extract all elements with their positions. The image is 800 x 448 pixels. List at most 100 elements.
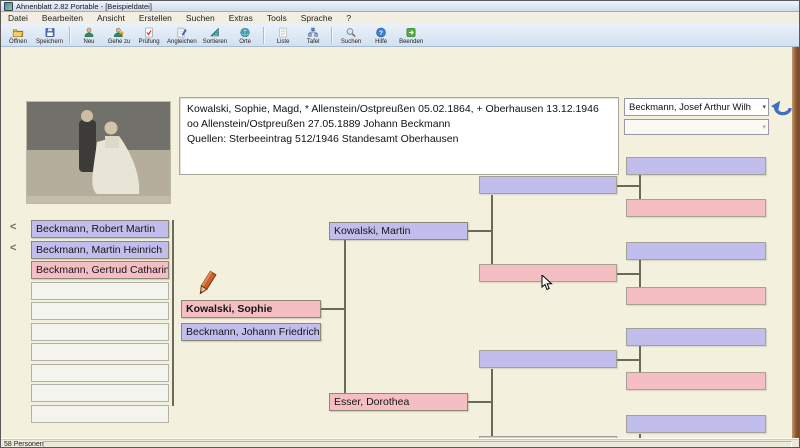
align-button[interactable]: Angleichen [164, 25, 200, 46]
open-button[interactable]: Öffnen [3, 25, 33, 46]
nav-back-chevron[interactable]: < [10, 221, 17, 233]
connector-line [491, 195, 493, 265]
svg-text:?: ? [379, 29, 383, 36]
menu-ansicht[interactable]: Ansicht [96, 13, 125, 23]
connector-line [639, 172, 641, 200]
ancestor-box-mother[interactable]: Esser, Dorothea [329, 393, 468, 411]
chart-button[interactable]: Tafel [298, 25, 328, 46]
mouse-cursor [541, 275, 553, 291]
tree-chart-icon [308, 27, 318, 37]
ancestor-box-empty[interactable] [479, 350, 617, 368]
help-button[interactable]: ? Hilfe [366, 25, 396, 46]
nav-back-chevron[interactable]: < [10, 242, 17, 254]
child-row[interactable]: Beckmann, Martin Heinrich [31, 241, 169, 259]
info-line-2: oo Allenstein/Ostpreußen 27.05.1889 Joha… [187, 118, 451, 131]
sort-icon [210, 27, 219, 36]
children-connector-line [172, 220, 174, 406]
window-border [792, 47, 799, 438]
child-row-empty [31, 282, 169, 300]
status-bar: 58 Personen [1, 438, 799, 448]
list-document-icon [279, 27, 287, 37]
places-button[interactable]: Orte [230, 25, 260, 46]
toolbar-separator [69, 26, 72, 44]
child-row-empty [31, 384, 169, 402]
wedding-photo [26, 101, 171, 204]
edit-pencil-icon[interactable] [191, 268, 221, 300]
child-row-empty [31, 323, 169, 341]
connector-line [617, 185, 641, 187]
check-button[interactable]: Prüfung [134, 25, 164, 46]
ancestor-box-empty[interactable] [626, 242, 766, 260]
undo-button[interactable] [770, 97, 794, 121]
help-icon: ? [376, 27, 386, 37]
connector-line [468, 230, 492, 232]
ancestor-box-empty[interactable] [479, 176, 617, 194]
undo-arrow-icon [771, 100, 792, 116]
menu-suchen[interactable]: Suchen [185, 13, 215, 23]
connector-line [321, 308, 345, 310]
toolbar: Öffnen Speichern Neu Gehe zu Prüfung Ang… [1, 24, 799, 47]
connector-line [491, 369, 493, 437]
save-button[interactable]: Speichern [33, 25, 66, 46]
connector-line [639, 346, 641, 373]
dropdown-arrow-icon: ▾ [762, 124, 766, 131]
search-button[interactable]: Suchen [336, 25, 366, 46]
child-row-empty [31, 302, 169, 320]
connector-line [344, 240, 346, 393]
dropdown-arrow-icon: ▾ [762, 104, 766, 111]
ancestor-box-empty[interactable] [626, 157, 766, 175]
goto-person-button[interactable]: Gehe zu [104, 25, 134, 46]
selected-person-label: Beckmann, Josef Arthur Wilh [629, 101, 751, 113]
edit-document-icon [177, 27, 187, 37]
child-row-empty [31, 343, 169, 361]
ancestor-box-father[interactable]: Kowalski, Martin [329, 222, 468, 240]
spouse-box[interactable]: Beckmann, Johann Friedrich [181, 323, 321, 341]
child-row[interactable]: Beckmann, Gertrud Catharina [31, 261, 169, 279]
menu-erstellen[interactable]: Erstellen [138, 13, 172, 23]
tree-canvas: Kowalski, Sophie, Magd, * Allenstein/Ost… [1, 47, 794, 447]
toolbar-separator [263, 26, 266, 44]
ahnenblatt-app-icon [4, 1, 13, 11]
menu-sprache[interactable]: Sprache [300, 13, 333, 23]
window-title: Ahnenblatt 2.82 Portable - [Beispieldate… [16, 1, 152, 11]
check-document-icon [145, 27, 153, 37]
connector-line [617, 273, 641, 275]
new-person-icon [84, 27, 94, 37]
menu-datei[interactable]: Datei [8, 13, 28, 23]
ancestor-box-empty[interactable] [626, 287, 766, 305]
menu-extras[interactable]: Extras [228, 13, 253, 23]
menu-tools[interactable]: Tools [266, 13, 287, 23]
title-bar[interactable]: Ahnenblatt 2.82 Portable - [Beispieldate… [1, 1, 799, 12]
sort-button[interactable]: Sortieren [200, 25, 230, 46]
new-person-button[interactable]: Neu [74, 25, 104, 46]
ancestor-box-empty[interactable] [626, 328, 766, 346]
secondary-combobox[interactable]: ▾ [624, 119, 769, 135]
ancestor-box-empty[interactable] [626, 372, 766, 390]
menu-help[interactable]: ? [346, 13, 352, 23]
child-row-empty [31, 364, 169, 382]
person-select-combobox[interactable]: Beckmann, Josef Arthur Wilh ▾ [624, 98, 769, 116]
info-line-1: Kowalski, Sophie, Magd, * Allenstein/Ost… [187, 103, 599, 115]
toolbar-separator [331, 26, 334, 44]
connector-line [639, 259, 641, 288]
person-box[interactable]: Kowalski, Sophie [181, 300, 321, 318]
menu-bearbeiten[interactable]: Bearbeiten [41, 13, 83, 23]
info-line-3: Quellen: Sterbeeintrag 512/1946 Standesa… [187, 133, 459, 146]
child-row-empty [31, 405, 169, 423]
save-floppy-icon [45, 27, 54, 37]
child-row[interactable]: Beckmann, Robert Martin [31, 220, 169, 238]
person-count: 58 Personen [4, 440, 44, 448]
list-button[interactable]: Liste [268, 25, 298, 46]
ancestor-box-empty[interactable] [626, 415, 766, 433]
exit-button[interactable]: Beenden [396, 25, 426, 46]
magnifier-icon [346, 27, 356, 37]
goto-person-icon [113, 27, 125, 37]
globe-icon [240, 27, 250, 37]
person-info-panel: Kowalski, Sophie, Magd, * Allenstein/Ost… [179, 97, 619, 175]
exit-icon [406, 27, 416, 37]
connector-line [468, 401, 492, 403]
connector-line [617, 359, 641, 361]
open-folder-icon [12, 28, 24, 37]
ancestor-box-empty[interactable] [626, 199, 766, 217]
